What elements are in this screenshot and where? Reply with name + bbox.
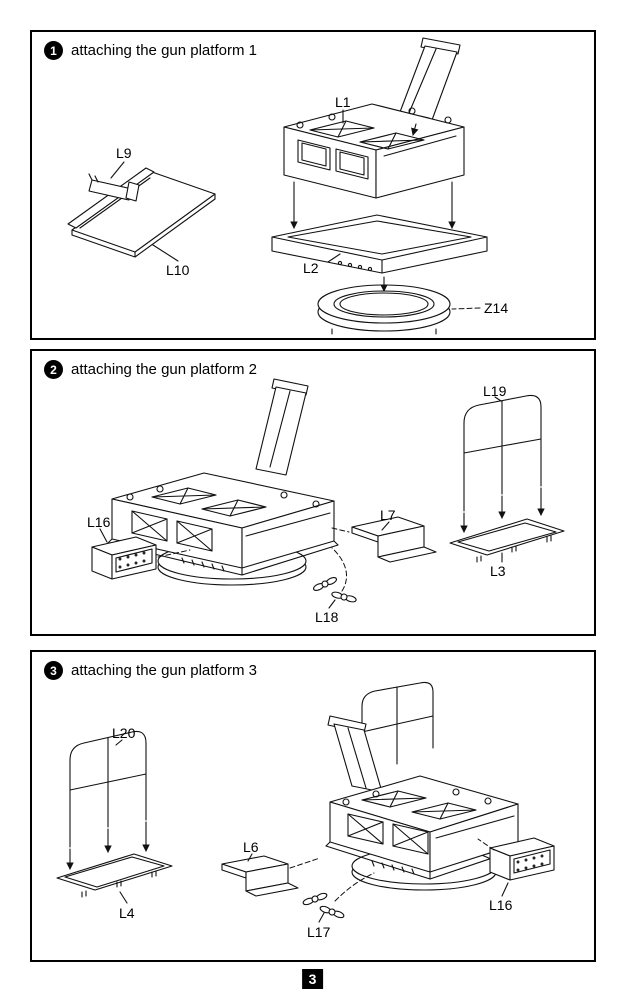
part-label-L16: L16	[87, 514, 111, 530]
assembly-arrows	[66, 821, 150, 870]
part-l4-plate-drawing	[56, 853, 173, 898]
part-l20-rail-drawing	[69, 730, 147, 848]
part-l9-bracket-drawing	[88, 173, 140, 202]
part-label-L6: L6	[243, 839, 259, 855]
page-number: 3	[301, 969, 324, 989]
insertion-guides	[289, 838, 495, 902]
part-l17-wingbolts-drawing	[302, 892, 345, 919]
part-label-L2: L2	[303, 260, 319, 276]
part-label-L9: L9	[116, 145, 132, 161]
step-3-header: 3 attaching the gun platform 3	[44, 661, 257, 680]
leader-lines	[99, 396, 503, 609]
step-2-panel: 2 attaching the gun platform 2	[30, 349, 596, 636]
part-label-L4: L4	[119, 905, 135, 921]
part-label-L16: L16	[489, 897, 513, 913]
part-label-L3: L3	[490, 563, 506, 579]
part-label-L20: L20	[112, 725, 136, 741]
step-2-diagram	[91, 378, 565, 609]
part-z14-ring-drawing	[317, 284, 451, 335]
part-label-L18: L18	[315, 609, 339, 625]
part-label-L7: L7	[380, 507, 396, 523]
step-2-header: 2 attaching the gun platform 2	[44, 360, 257, 379]
step-1-title: attaching the gun platform 1	[71, 42, 257, 59]
leader-lines	[115, 739, 509, 923]
step-1-panel: 1 attaching the gun platform 1	[30, 30, 596, 340]
step-3-title: attaching the gun platform 3	[71, 662, 257, 679]
part-label-L19: L19	[483, 383, 507, 399]
part-l16-box-drawing	[91, 536, 157, 580]
part-l18-wingbolts-drawing	[312, 577, 357, 603]
part-label-L10: L10	[166, 262, 190, 278]
part-l2-tray-drawing	[271, 214, 488, 274]
step-3-panel: 3 attaching the gun platform 3	[30, 650, 596, 962]
insertion-guides	[157, 527, 350, 592]
leader-lines	[110, 109, 481, 310]
assembly-arrows	[290, 123, 456, 292]
platform-assembly-drawing	[107, 378, 339, 586]
part-l1-platform-drawing	[283, 103, 465, 199]
part-l6-bracket-drawing	[221, 855, 299, 897]
part-label-L17: L17	[307, 924, 331, 940]
step-2-title: attaching the gun platform 2	[71, 361, 257, 378]
step-3-diagram	[56, 681, 555, 923]
step-2-number-badge: 2	[44, 360, 63, 379]
platform-assembly-drawing	[325, 681, 523, 891]
step-1-number-badge: 1	[44, 41, 63, 60]
part-label-Z14: Z14	[484, 300, 509, 316]
assembly-arrows	[460, 487, 545, 533]
part-l7-bracket-drawing	[351, 516, 437, 563]
part-label-L1: L1	[335, 94, 351, 110]
part-l19-rail-drawing	[463, 394, 542, 512]
part-l3-plate-drawing	[449, 518, 565, 563]
part-l10-plate-drawing	[67, 167, 216, 258]
step-1-header: 1 attaching the gun platform 1	[44, 41, 257, 60]
part-l16-box-drawing	[489, 837, 555, 881]
step-3-number-badge: 3	[44, 661, 63, 680]
step-1-diagram	[67, 37, 488, 335]
